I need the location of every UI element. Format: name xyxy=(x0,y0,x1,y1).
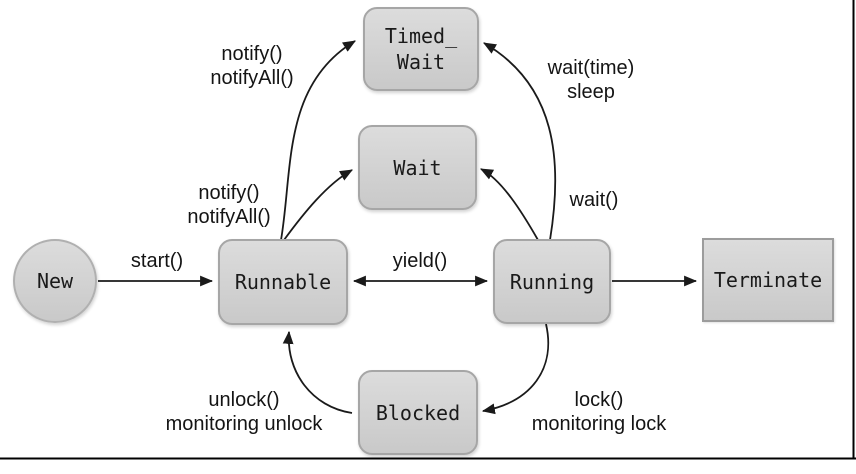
state-label-timed-wait-line1: Timed_ xyxy=(384,24,458,48)
edge-label-wait-time-line2: sleep xyxy=(567,81,615,103)
edge-label-unlock-line1: unlock() xyxy=(208,389,280,411)
edge-label-notify-lower-line1: notify() xyxy=(198,182,260,204)
edge-label-notify-upper-line1: notify() xyxy=(221,43,283,65)
edge-running-to-timed-wait xyxy=(483,42,557,241)
edge-runnable-to-wait xyxy=(283,169,353,241)
edge-label-yield: yield() xyxy=(392,250,448,272)
state-label-runnable: Runnable xyxy=(234,270,332,294)
state-node-blocked: Blocked xyxy=(358,370,478,455)
state-node-runnable: Runnable xyxy=(218,239,348,325)
edge-label-wait-time-line1: wait(time) xyxy=(547,57,635,79)
edge-label-start: start() xyxy=(130,250,184,272)
edge-label-unlock-line2: monitoring unlock xyxy=(165,413,323,435)
edge-running-to-wait xyxy=(480,168,539,241)
edge-label-lock: lock() monitoring lock xyxy=(532,388,667,436)
edge-label-notify-lower: notify() notifyAll() xyxy=(187,181,270,229)
state-node-running: Running xyxy=(493,239,611,324)
edge-label-wait: wait() xyxy=(569,189,619,211)
edge-runnable-to-timed-wait xyxy=(280,40,356,241)
edge-label-notify-upper: notify() notifyAll() xyxy=(210,42,293,90)
state-node-terminate: Terminate xyxy=(702,238,834,322)
edge-blocked-to-runnable xyxy=(282,330,353,414)
state-label-timed-wait-line2: Wait xyxy=(396,50,446,74)
state-label-terminate: Terminate xyxy=(713,268,823,292)
edge-running-to-blocked xyxy=(481,323,550,415)
edge-label-unlock: unlock() monitoring unlock xyxy=(166,388,323,436)
edge-label-wait-time: wait(time) sleep xyxy=(548,56,635,104)
state-node-new: New xyxy=(13,239,97,323)
edge-label-lock-line1: lock() xyxy=(574,389,624,411)
state-node-wait: Wait xyxy=(358,125,477,210)
edge-label-notify-upper-line2: notifyAll() xyxy=(210,67,294,89)
edge-label-notify-lower-line2: notifyAll() xyxy=(187,206,271,228)
state-label-new: New xyxy=(36,269,74,293)
state-label-blocked: Blocked xyxy=(375,400,461,425)
state-label-running: Running xyxy=(509,269,595,294)
state-node-timed-wait: Timed_ Wait xyxy=(363,7,479,91)
state-label-wait: Wait xyxy=(393,155,442,180)
edge-label-lock-line2: monitoring lock xyxy=(531,413,667,435)
